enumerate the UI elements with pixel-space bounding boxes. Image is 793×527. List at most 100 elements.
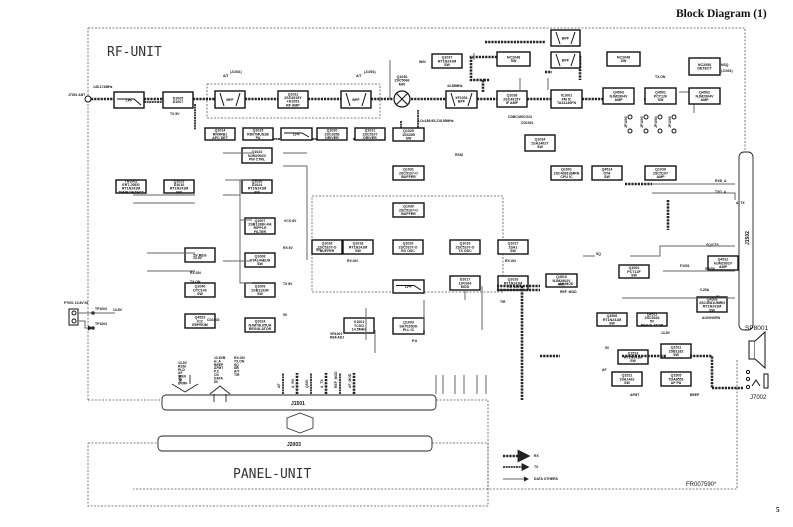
block-ic1001-box (550, 89, 583, 109)
block-q1039-box (644, 165, 677, 181)
block-q1023-text: SW (176, 190, 182, 194)
block-q1001-box (550, 165, 583, 181)
block-q1019-text: 2SC5107-O (456, 245, 475, 249)
block-q1008-text: SW (257, 262, 263, 266)
block-q1022-text: NJM2904V (248, 154, 267, 158)
jumper-pad-icon (671, 128, 677, 134)
block-q1505-box (660, 371, 692, 387)
signal-label-tx8v: TX 8V (283, 282, 293, 286)
cpu-bus-signal: PLD (178, 368, 185, 372)
lowpass-symbol-icon (117, 98, 142, 106)
cpu-bus-signal: P.C (214, 370, 220, 374)
block-if2-text: NC2048 (617, 55, 630, 59)
bandpass-symbol-icon (345, 92, 367, 107)
block-q1019-text: TX OSC (458, 249, 472, 253)
block-q1028-box (311, 239, 343, 255)
bandpass-symbol-icon (450, 92, 473, 107)
block-q1512-text: 2SA1462 (620, 377, 635, 381)
block-q1025-text: 1SS355 (402, 133, 415, 137)
signal-label-sw5v: 5V/SB (705, 267, 715, 271)
cpu-bus-out-arrow (209, 385, 231, 402)
block-if1-box (496, 51, 531, 67)
block-cf2-text: BPF (562, 58, 570, 62)
block-x1001-text: 14.5MHz (352, 328, 367, 332)
block-q1024-text: REGULATOR (249, 327, 272, 331)
block-bpf2-text: BPF (352, 98, 360, 102)
block-q4506-text: Q4506 (607, 314, 618, 318)
block-q1018-text: Q1018 (353, 242, 364, 246)
block-q1009-text: 2SB1132R (251, 288, 269, 292)
power-pin-icon (71, 310, 77, 316)
block-q1034-text: 2SA1462Y (531, 141, 549, 145)
block-q1027-text: 2SA1 (509, 245, 518, 249)
block-q1007-text: Q1007 (255, 219, 266, 223)
antenna-freq: 145-174MHz (93, 85, 113, 89)
block-q1024-text: Q1024 (255, 320, 266, 324)
block-q1009-box (244, 282, 276, 298)
block-q4510-text: AMP (558, 283, 567, 287)
signal-label-v138: 13.8V (193, 256, 203, 260)
jumper-pad-icon (671, 114, 677, 120)
signal-label-ignition: IG (716, 295, 720, 299)
block-q1028-text: BUFFER (320, 249, 335, 253)
cpu-bus-signal: TX (178, 378, 183, 382)
block-d1005-box (162, 91, 194, 109)
mixer-ref-text: Q1036 (397, 75, 408, 79)
block-q1028-text: 2SC5107-O (318, 245, 337, 249)
signal-label-squelch: SQ (596, 252, 601, 256)
block-if2-box (606, 51, 641, 67)
signal-label-j1001: (J1001) (230, 70, 242, 74)
block-q1026-text: Q1026 (252, 179, 263, 183)
block-q1003-text: PLL IC (403, 328, 415, 332)
j1501-connector (161, 394, 437, 411)
block-q4511-text: 5V (650, 320, 655, 324)
block-q1026-text: SW (254, 190, 260, 194)
signal-label-sq_ctl: SQ/CTS (706, 243, 719, 247)
block-q1016-text: RT1N241M (504, 281, 522, 285)
block-q1505-text: TDA8551 (668, 377, 683, 381)
block-q4514-text: SW (604, 175, 610, 179)
block-q4501-box (644, 87, 677, 105)
jumper-label: JP1005 (668, 116, 672, 128)
cpu-bus-in-arrow (171, 375, 199, 393)
cpu-bus-signal: WEN (178, 375, 186, 379)
block-x1001-text: X1001 (354, 320, 364, 324)
j1501-pin-label: A_RX (291, 378, 295, 388)
block-reg: 5V REG (184, 247, 216, 263)
block-q1022-text: Q1022 (252, 150, 263, 154)
block-q1034-text: Q1034 (535, 138, 546, 142)
block-q1007-text: 2SB1198K-FA (248, 222, 272, 226)
block-q1040-text: SW (197, 292, 203, 296)
cpu-bus-signal: H_A (214, 359, 221, 363)
block-lpf1-box (113, 91, 145, 109)
mixer-icon (393, 90, 411, 108)
signal-label-txon: TX.ON (655, 75, 666, 79)
cpu-bus-signal: A/T (234, 370, 240, 374)
block-q4511-text: 2SC5343 (645, 316, 660, 320)
block-lpf3-text: LPF (405, 285, 413, 289)
block-lpf2-box (280, 127, 313, 141)
block-q1014-text: RN5RB1 (213, 132, 227, 136)
block-q1027-box (497, 239, 529, 255)
cpu-bus-signal: RX.ON (234, 356, 245, 360)
block-q4511-box (636, 312, 668, 327)
block-q1023-text: RT1N241M (170, 187, 188, 191)
